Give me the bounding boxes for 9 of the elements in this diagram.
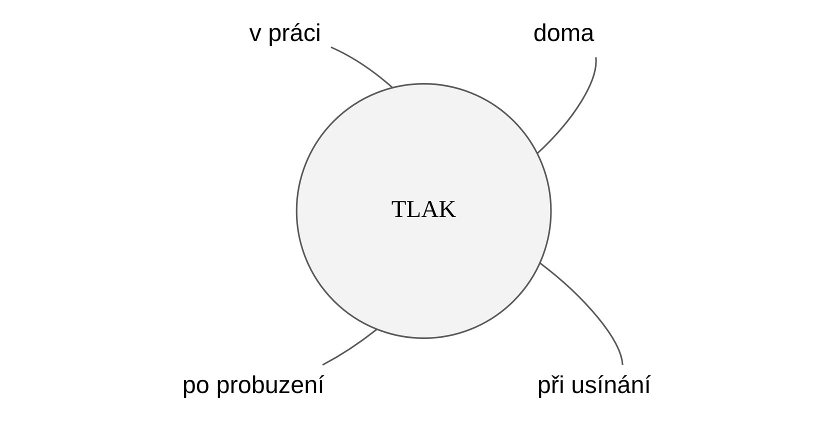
connector bbox=[536, 57, 597, 154]
node-text: při usínání bbox=[537, 372, 651, 399]
connector bbox=[540, 262, 624, 366]
connector bbox=[330, 46, 393, 88]
node-text: v práci bbox=[249, 20, 321, 48]
node-text: doma bbox=[533, 20, 594, 48]
node-circle: TLAK bbox=[296, 83, 552, 339]
node-text: po probuzení bbox=[182, 372, 324, 399]
connector bbox=[322, 328, 378, 366]
